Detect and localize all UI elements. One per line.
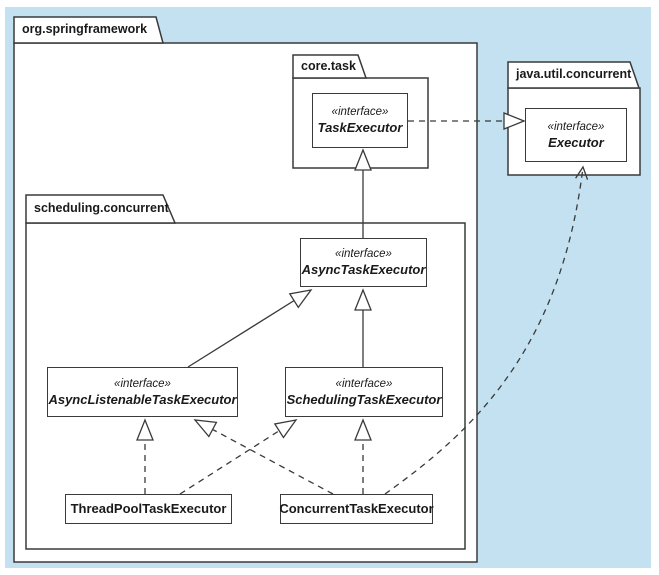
package-tab-scheduling-concurrent [25, 194, 177, 224]
class-box-executor: «interface» Executor [525, 108, 627, 162]
class-name: Executor [548, 134, 604, 150]
stereotype-label: «interface» [114, 377, 171, 390]
stereotype-label: «interface» [335, 248, 392, 260]
package-label-core-task: core.task [301, 59, 356, 73]
package-tab-org-springframework [13, 16, 164, 44]
class-box-thread-pool-task-executor: ThreadPoolTaskExecutor [65, 494, 232, 524]
stereotype-label: «interface» [335, 377, 393, 390]
package-label-org-springframework: org.springframework [22, 22, 148, 36]
package-tab-java-util-concurrent [507, 61, 641, 89]
class-box-task-executor: «interface» TaskExecutor [312, 93, 408, 148]
class-name: TaskExecutor [317, 120, 403, 135]
class-name: AsyncListenableTaskExecutor [48, 391, 237, 407]
package-tab-core-task [292, 54, 368, 79]
class-box-concurrent-task-executor: ConcurrentTaskExecutor [279, 494, 434, 524]
class-name: SchedulingTaskExecutor [286, 391, 442, 407]
class-box-async-task-executor: «interface» AsyncTaskExecutor [300, 238, 427, 287]
class-name: ConcurrentTaskExecutor [279, 501, 434, 516]
stereotype-label: «interface» [547, 120, 605, 133]
class-name: AsyncTaskExecutor [301, 262, 426, 277]
class-box-async-listenable-task-executor: «interface» AsyncListenableTaskExecutor [47, 367, 238, 417]
package-label-java-util-concurrent: java.util.concurrent [516, 67, 632, 81]
stereotype-label: «interface» [331, 106, 389, 118]
package-label-scheduling-concurrent: scheduling.concurrent [34, 201, 169, 215]
class-name: ThreadPoolTaskExecutor [70, 501, 227, 516]
class-box-scheduling-task-executor: «interface» SchedulingTaskExecutor [285, 367, 443, 417]
